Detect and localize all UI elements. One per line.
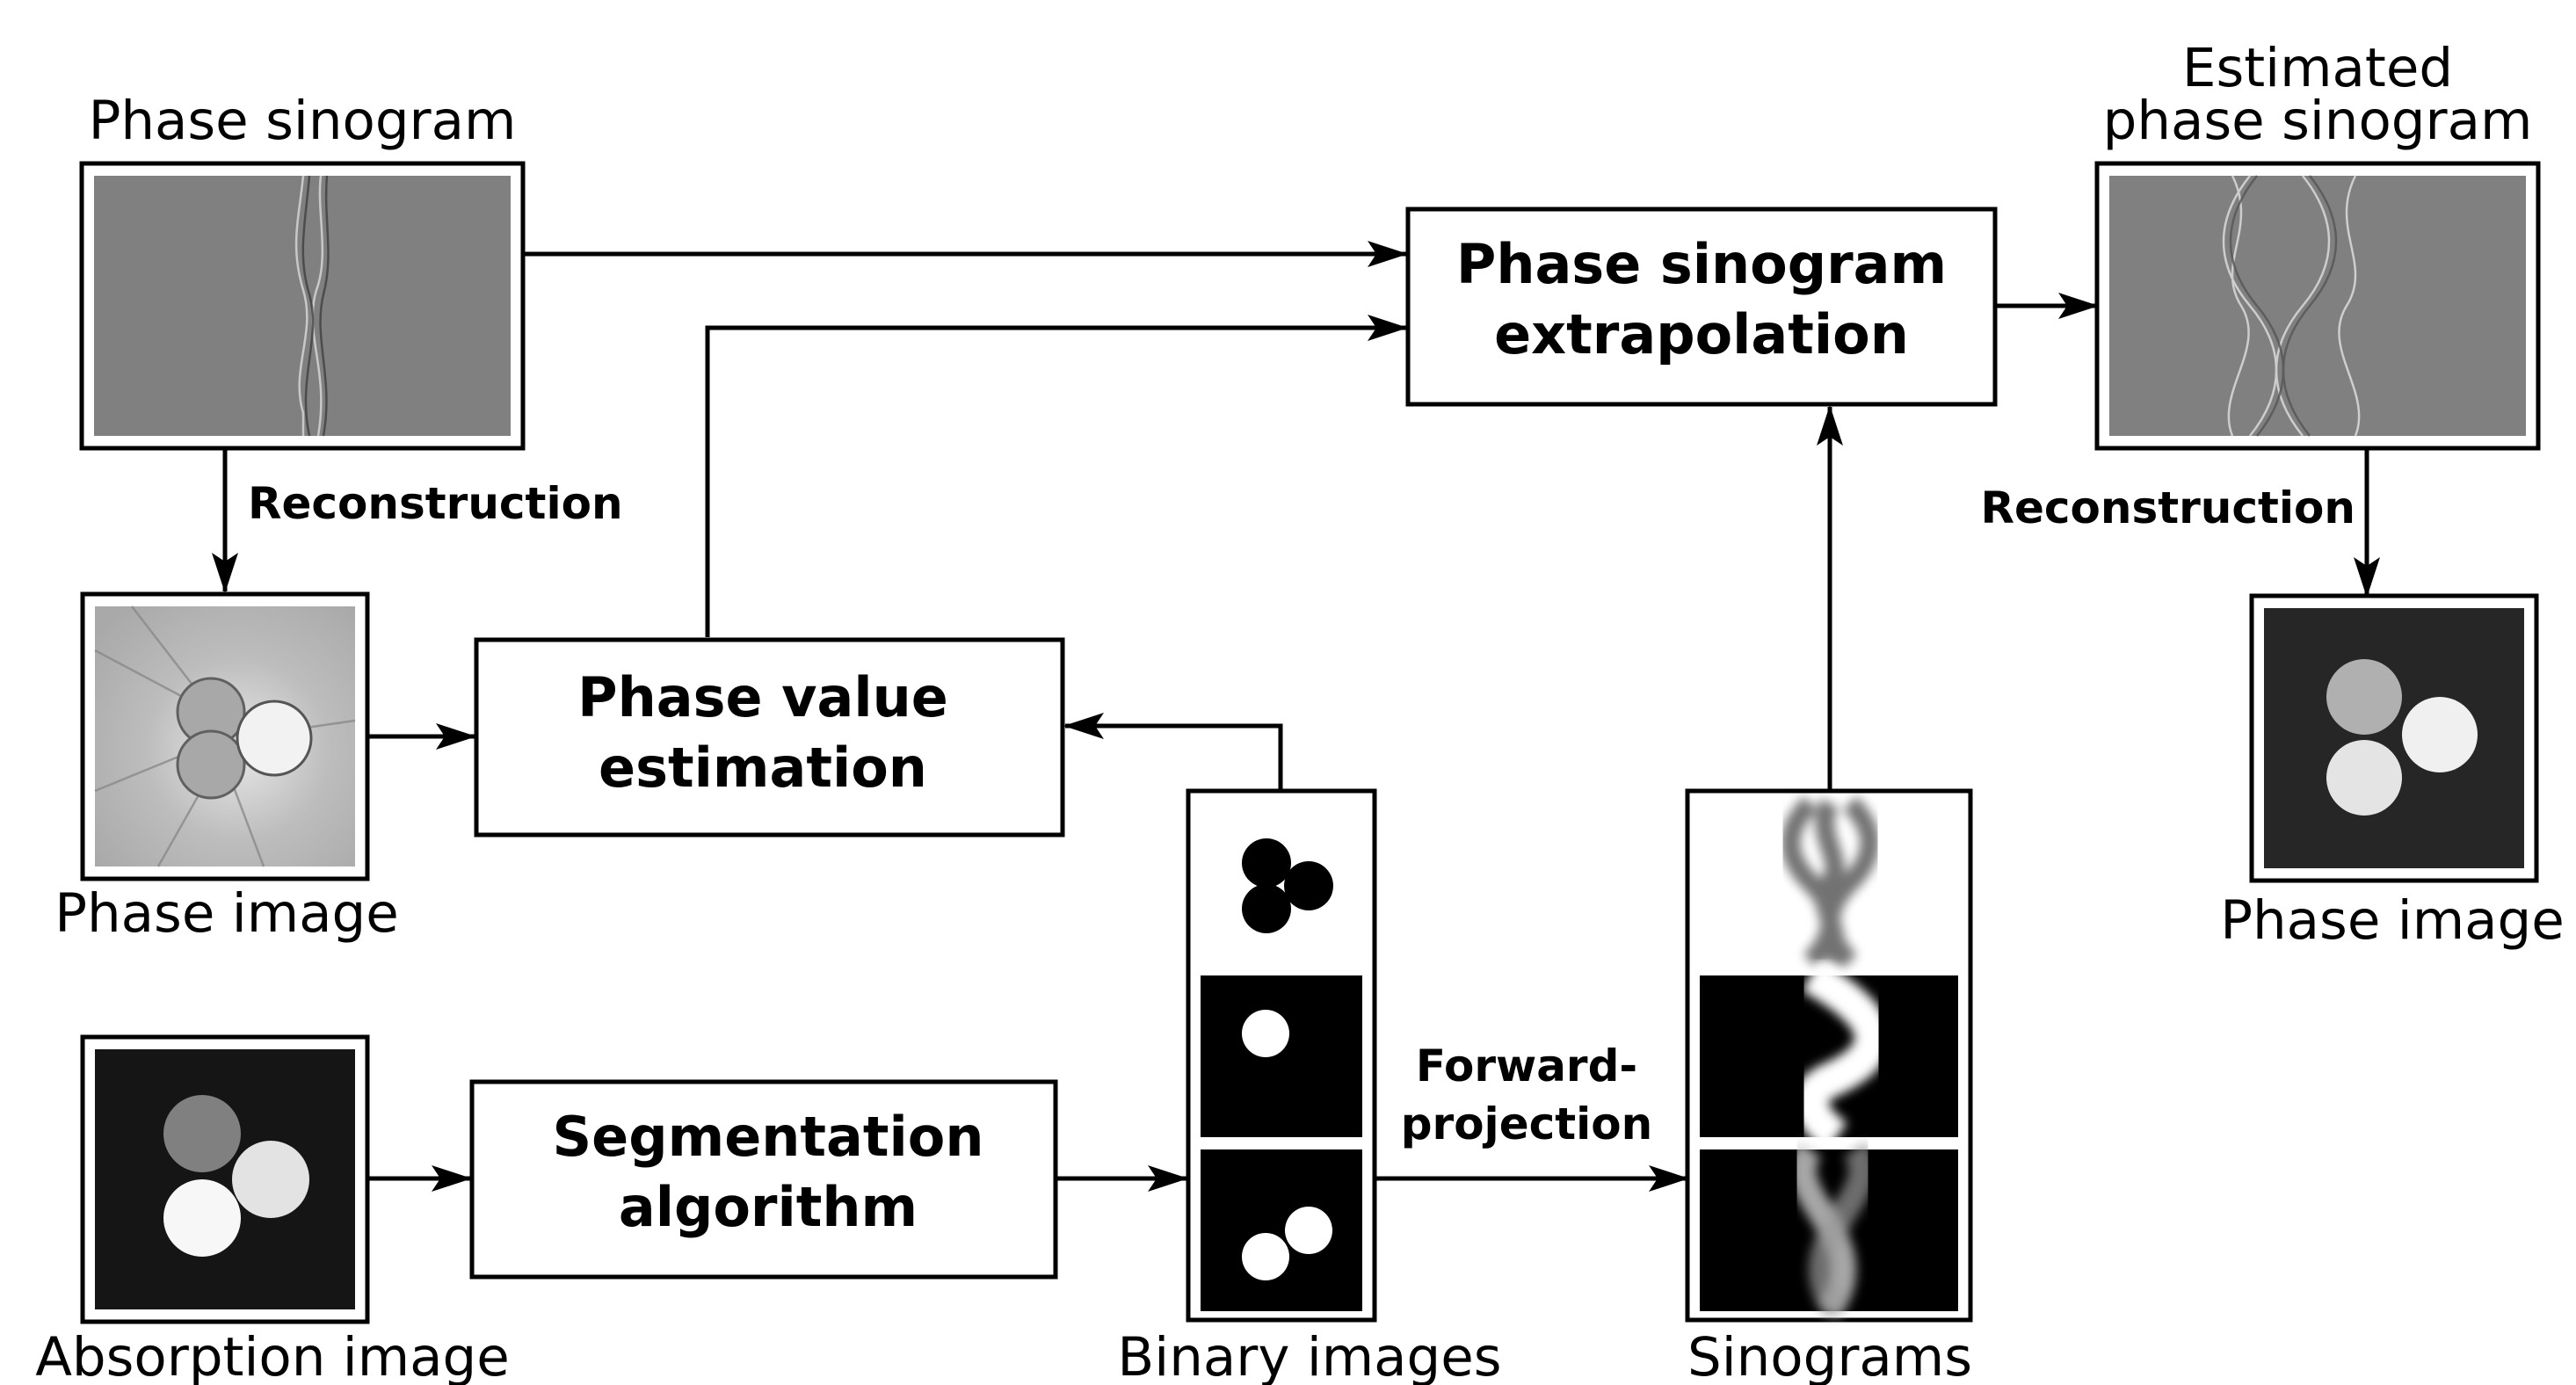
svg-text:Segmentation: Segmentation	[553, 1105, 984, 1169]
svg-text:Phase value: Phase value	[577, 665, 948, 729]
phase-sinogram-label: Phase sinogram	[89, 90, 517, 152]
phase-sinogram-panel	[79, 161, 526, 451]
svg-text:extrapolation: extrapolation	[1494, 302, 1909, 366]
forward-projection-label-2: projection	[1401, 1099, 1652, 1149]
phase-image-right-label: Phase image	[2220, 889, 2565, 952]
segmentation-algorithm-box: Segmentation algorithm	[469, 1079, 1058, 1280]
estimated-label-line1: Estimated	[2182, 37, 2453, 99]
reconstruction-left-label: Reconstruction	[248, 478, 623, 529]
estimated-label-line2: phase sinogram	[2103, 90, 2533, 152]
reconstruction-right-label: Reconstruction	[1980, 482, 2355, 533]
svg-text:algorithm: algorithm	[619, 1175, 918, 1239]
sinograms-label: Sinograms	[1687, 1326, 1972, 1385]
phase-image-left-panel	[80, 591, 370, 881]
absorption-image-label: Absorption image	[35, 1326, 510, 1385]
absorption-image-panel	[80, 1034, 370, 1324]
estimated-phase-sinogram-panel	[2094, 161, 2541, 451]
phase-image-left-label: Phase image	[54, 882, 399, 945]
arrow-binary-to-estimation	[1063, 713, 1283, 791]
svg-text:Phase sinogram: Phase sinogram	[1456, 232, 1947, 296]
phase-sinogram-extrapolation-box: Phase sinogram extrapolation	[1405, 207, 1998, 407]
sinograms-panel	[1685, 788, 1973, 1323]
svg-text:estimation: estimation	[599, 736, 927, 800]
binary-images-panel	[1186, 788, 1377, 1323]
phase-image-right-panel	[2249, 593, 2539, 883]
binary-images-label: Binary images	[1117, 1326, 1501, 1385]
phase-value-estimation-box: Phase value estimation	[474, 637, 1065, 838]
forward-projection-label-1: Forward-	[1416, 1041, 1637, 1091]
arrow-estimation-to-extrapolation	[705, 315, 1408, 637]
